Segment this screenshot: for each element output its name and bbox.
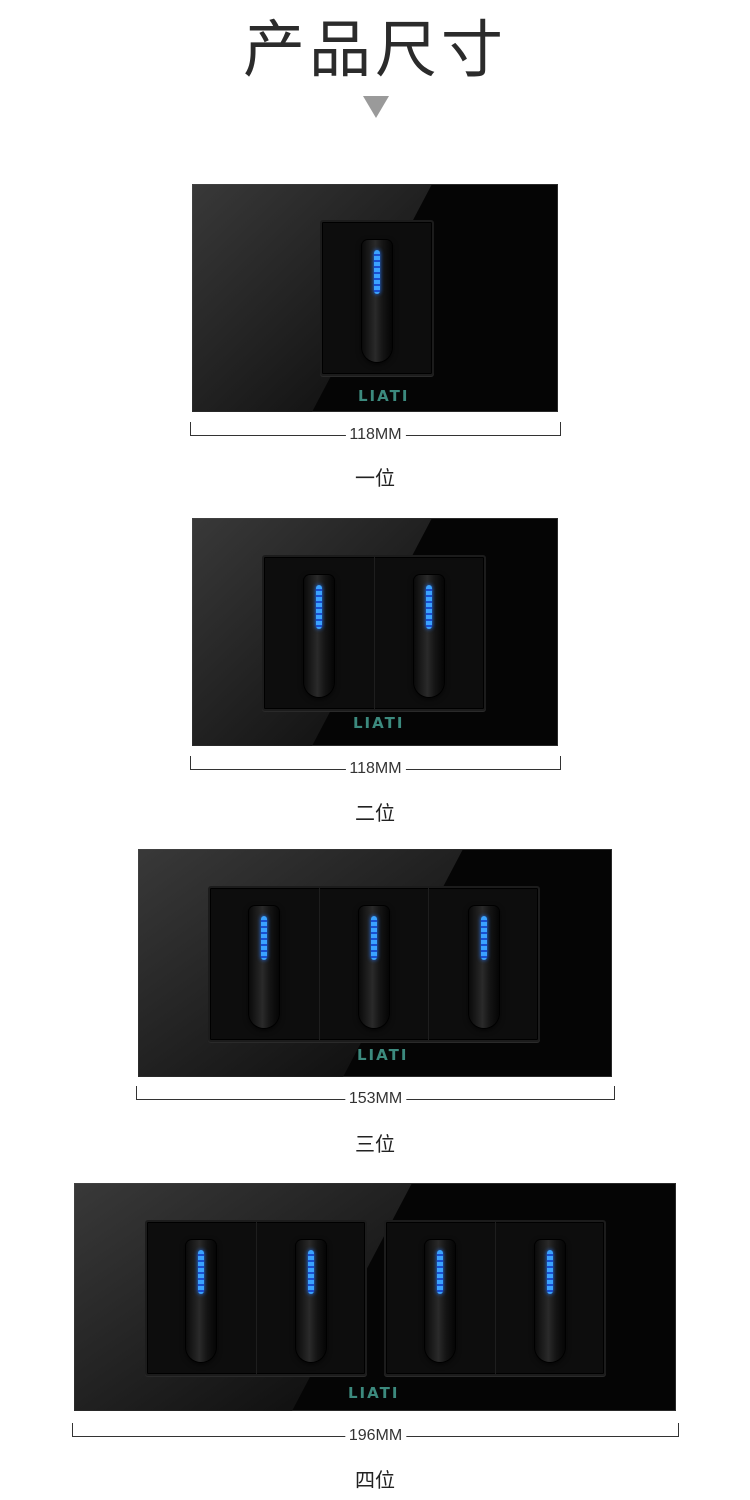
- switch-panel-3-gang: LIATI: [138, 849, 612, 1077]
- switch-gang[interactable]: [147, 1222, 257, 1374]
- switch-gang[interactable]: [257, 1222, 366, 1374]
- gang-caption: 二位: [355, 801, 395, 825]
- brand-logo: LIATI: [357, 1046, 409, 1064]
- led-indicator-icon: [307, 1250, 314, 1294]
- switch-module: [145, 1220, 367, 1376]
- rocker-key[interactable]: [303, 575, 334, 697]
- switch-gang[interactable]: [210, 888, 320, 1040]
- led-indicator-icon: [315, 585, 322, 629]
- page-title: 产品尺寸: [242, 13, 507, 86]
- switch-gang[interactable]: [264, 557, 375, 709]
- rocker-key[interactable]: [186, 1240, 217, 1362]
- rocker-key[interactable]: [425, 1240, 456, 1362]
- dimension-line: 118MM: [190, 422, 561, 446]
- led-indicator-icon: [198, 1250, 205, 1294]
- rocker-key[interactable]: [534, 1240, 565, 1362]
- switch-module: [384, 1220, 606, 1376]
- rocker-key[interactable]: [249, 906, 280, 1028]
- led-indicator-icon: [437, 1250, 444, 1294]
- rocker-key[interactable]: [468, 906, 499, 1028]
- dimension-line: 118MM: [190, 756, 561, 780]
- rocker-key[interactable]: [295, 1240, 326, 1362]
- brand-logo: LIATI: [348, 1384, 400, 1402]
- switch-panel-2-gang: LIATI: [192, 518, 558, 746]
- led-indicator-icon: [480, 916, 487, 960]
- switch-panel-4-gang: LIATI: [74, 1183, 676, 1411]
- switch-gang[interactable]: [375, 557, 485, 709]
- switch-gang[interactable]: [496, 1222, 605, 1374]
- gang-caption: 三位: [355, 1132, 395, 1156]
- led-indicator-icon: [374, 250, 380, 294]
- gang-caption: 一位: [355, 466, 395, 490]
- dimension-label: 196MM: [344, 1425, 407, 1447]
- brand-logo: LIATI: [358, 387, 410, 405]
- switch-gang[interactable]: [386, 1222, 496, 1374]
- dimension-label: 118MM: [345, 758, 406, 780]
- switch-module: [208, 886, 540, 1042]
- rocker-key[interactable]: [359, 906, 389, 1028]
- brand-logo: LIATI: [353, 714, 405, 732]
- led-indicator-icon: [261, 916, 268, 960]
- switch-gang[interactable]: [322, 222, 432, 374]
- led-indicator-icon: [371, 916, 377, 960]
- led-indicator-icon: [426, 585, 433, 629]
- led-indicator-icon: [546, 1250, 553, 1294]
- rocker-key[interactable]: [414, 575, 445, 697]
- gang-caption: 四位: [355, 1468, 395, 1492]
- rocker-key[interactable]: [362, 240, 392, 362]
- dimension-line: 153MM: [136, 1086, 615, 1110]
- dimension-label: 118MM: [345, 424, 406, 446]
- dimension-label: 153MM: [344, 1088, 407, 1110]
- switch-module: [320, 220, 434, 376]
- dimension-line: 196MM: [72, 1423, 679, 1447]
- switch-panel-1-gang: LIATI: [192, 184, 558, 412]
- switch-module: [262, 555, 486, 711]
- down-arrow-icon: [363, 96, 389, 118]
- switch-gang[interactable]: [320, 888, 430, 1040]
- switch-gang[interactable]: [429, 888, 538, 1040]
